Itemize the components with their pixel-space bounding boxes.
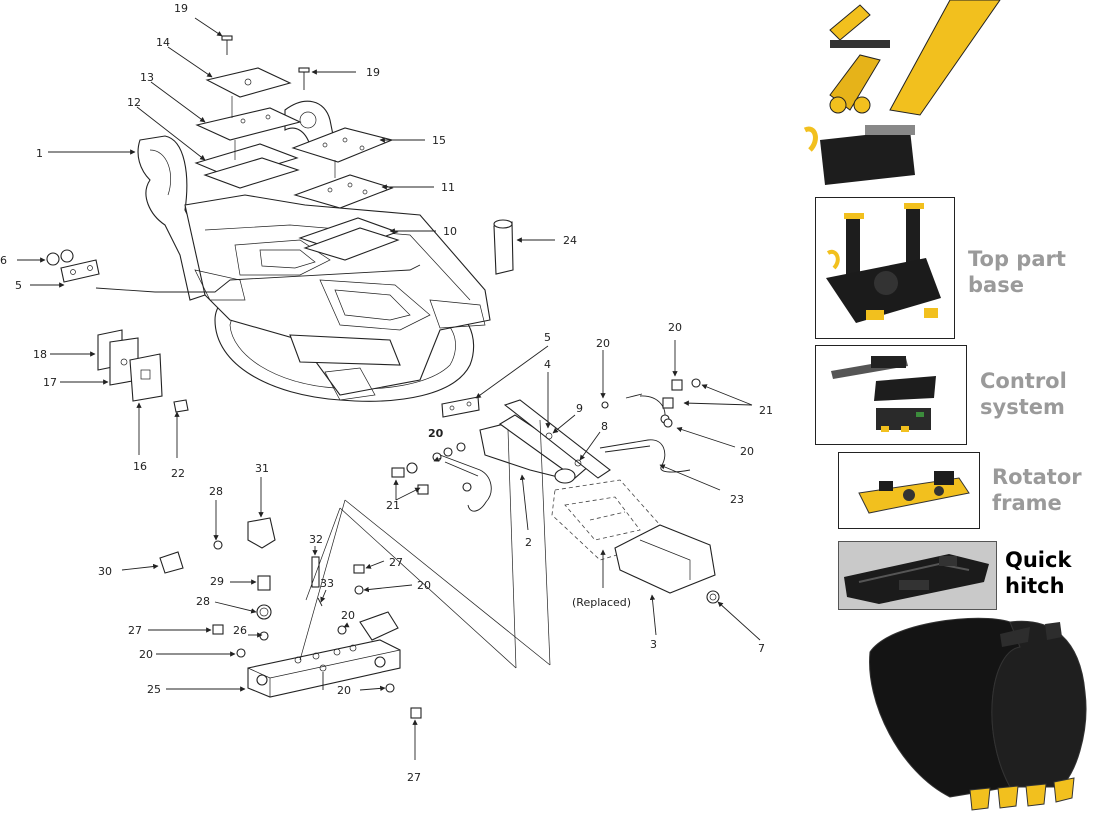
top-part-base-thumb[interactable] — [815, 197, 955, 339]
callout-4: 4 — [544, 358, 551, 371]
callout-20b: 20 — [668, 321, 682, 334]
callout-19a: 19 — [174, 2, 188, 15]
callout-2: 2 — [525, 536, 532, 549]
callout-13: 13 — [140, 71, 154, 84]
callout-27c: 27 — [407, 771, 421, 784]
leader-lines — [17, 17, 761, 760]
callout-25: 25 — [147, 683, 161, 696]
exploded-parts-diagram: 19 14 19 13 12 15 1 11 10 24 6 5 5 18 4 … — [0, 2, 773, 784]
callout-5a: 5 — [15, 279, 22, 292]
screw-19-drawing — [221, 35, 310, 90]
assembly-lines — [299, 419, 551, 669]
nut-plate-drawing — [46, 249, 100, 283]
callout-19b: 19 — [366, 66, 380, 79]
callout-9: 9 — [576, 402, 583, 415]
callout-replaced: (Replaced) — [572, 596, 631, 609]
callout-1: 1 — [36, 147, 43, 160]
category-sidebar: Top part base Control system Rotator fra… — [800, 0, 1100, 816]
quick-hitch-icon — [844, 554, 989, 604]
callout-6: 6 — [0, 254, 7, 267]
callout-33: 33 — [320, 577, 334, 590]
callout-3: 3 — [650, 638, 657, 651]
callout-30: 30 — [98, 565, 112, 578]
callout-14: 14 — [156, 36, 170, 49]
top-part-base-icon — [826, 203, 941, 323]
callout-21b: 21 — [386, 499, 400, 512]
side-plates-drawing — [97, 329, 189, 413]
callout-8: 8 — [601, 420, 608, 433]
control-system-thumb[interactable] — [815, 345, 967, 445]
callout-20c: 20 — [428, 427, 444, 440]
category-label-top-part-base[interactable]: Top part base — [968, 247, 1066, 297]
callout-20g: 20 — [139, 648, 153, 661]
callout-21a: 21 — [759, 404, 773, 417]
bucket-icon — [869, 617, 1087, 811]
callout-11: 11 — [441, 181, 455, 194]
callout-22: 22 — [171, 467, 185, 480]
callout-27a: 27 — [389, 556, 403, 569]
callout-28a: 28 — [209, 485, 223, 498]
valve-block-drawing — [159, 517, 422, 719]
callout-5b: 5 — [544, 331, 551, 344]
callout-29: 29 — [210, 575, 224, 588]
callout-23: 23 — [730, 493, 744, 506]
callout-7: 7 — [758, 642, 765, 655]
rotator-frame-icon — [858, 471, 970, 514]
callout-16: 16 — [133, 460, 147, 473]
hitch-frame-drawing — [137, 100, 491, 402]
callout-26: 26 — [233, 624, 247, 637]
callout-12: 12 — [127, 96, 141, 109]
callout-24: 24 — [563, 234, 577, 247]
callout-numbers: 19 14 19 13 12 15 1 11 10 24 6 5 5 18 4 … — [0, 2, 773, 784]
callout-20e: 20 — [417, 579, 431, 592]
excavator-arm-icon — [803, 0, 1001, 185]
callout-20f: 20 — [341, 609, 355, 622]
excavator-arm-thumb[interactable] — [800, 0, 1100, 192]
callout-17: 17 — [43, 376, 57, 389]
category-label-rotator-frame[interactable]: Rotator frame — [992, 465, 1082, 515]
pin-24-drawing — [493, 219, 514, 275]
callout-15: 15 — [432, 134, 446, 147]
wedge-3-drawing — [614, 524, 720, 604]
callout-20d: 20 — [740, 445, 754, 458]
callout-27b: 27 — [128, 624, 142, 637]
callout-28b: 28 — [196, 595, 210, 608]
category-label-control-system[interactable]: Control system — [980, 369, 1067, 419]
bucket-thumb[interactable] — [860, 612, 1100, 816]
control-system-icon — [831, 356, 936, 432]
callout-32: 32 — [309, 533, 323, 546]
callout-31: 31 — [255, 462, 269, 475]
callout-18: 18 — [33, 348, 47, 361]
callout-20h: 20 — [337, 684, 351, 697]
callout-20a: 20 — [596, 337, 610, 350]
plate-stack-drawing — [194, 67, 400, 261]
cylinder-drawing — [441, 396, 611, 484]
quick-hitch-thumb[interactable] — [838, 541, 997, 610]
callout-10: 10 — [443, 225, 457, 238]
rotator-frame-thumb[interactable] — [838, 452, 980, 529]
category-label-quick-hitch[interactable]: Quick hitch — [1005, 548, 1072, 598]
